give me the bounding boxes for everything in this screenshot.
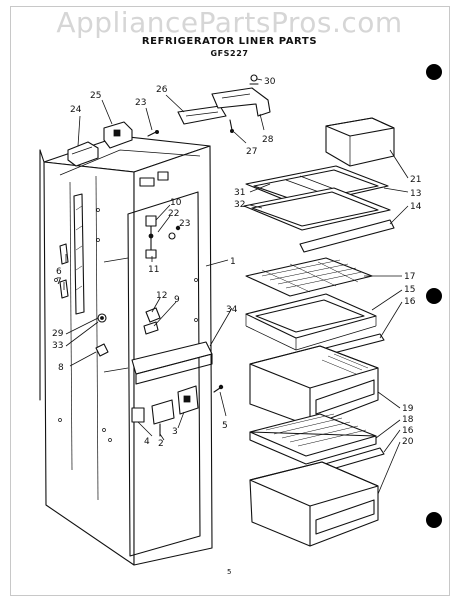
leader-lines (63, 78, 409, 495)
callout: 25 (90, 91, 101, 101)
callout: 33 (52, 341, 63, 351)
callout: 29 (52, 329, 64, 339)
callout: 3 (172, 427, 178, 437)
callout: 11 (148, 265, 159, 275)
page-frame (10, 6, 450, 596)
callout: 18 (402, 415, 414, 425)
callout: 16 (402, 426, 414, 436)
callout: 31 (234, 188, 245, 198)
callout: 23 (135, 98, 146, 108)
callout: 21 (410, 175, 421, 185)
binder-hole-bottom (426, 512, 442, 528)
callout: 6 (56, 267, 62, 277)
shelves-and-drawers (243, 117, 395, 547)
watermark: AppliancePartsPros.com (56, 6, 403, 39)
callout: 7 (56, 277, 62, 287)
top-components (67, 74, 271, 167)
callout: 9 (174, 295, 180, 305)
binder-hole-top (426, 64, 442, 80)
callout: 15 (404, 285, 415, 295)
callout: 20 (402, 437, 414, 447)
callout: 19 (402, 404, 414, 414)
callout: 30 (264, 77, 276, 87)
callout: 13 (410, 189, 421, 199)
callout: 12 (156, 291, 167, 301)
callout: 14 (410, 202, 422, 212)
diagram-title: REFRIGERATOR LINER PARTS (141, 36, 318, 47)
callout: 28 (262, 135, 274, 145)
callout: 26 (156, 85, 168, 95)
callout: 22 (168, 209, 179, 219)
callout: 23 (179, 219, 190, 229)
binder-hole-middle (426, 288, 442, 304)
callout: 24 (70, 105, 82, 115)
callout: 16 (404, 297, 416, 307)
callout-numbers: 30 26 25 24 23 28 27 10 22 23 11 1 21 31… (52, 77, 422, 449)
callout: 8 (58, 363, 64, 373)
model-number: GFS227 (210, 49, 249, 58)
callout: 27 (246, 147, 257, 157)
callout: 2 (158, 439, 164, 449)
callout: 10 (170, 198, 182, 208)
callout: 32 (234, 200, 245, 210)
callout: 34 (226, 305, 238, 315)
liner-cabinet (39, 135, 213, 566)
page-number: 5 (227, 568, 232, 576)
callout: 17 (404, 272, 415, 282)
callout: 1 (230, 257, 236, 267)
control-parts (59, 215, 224, 437)
callout: 4 (144, 437, 150, 447)
callout: 5 (222, 421, 228, 431)
